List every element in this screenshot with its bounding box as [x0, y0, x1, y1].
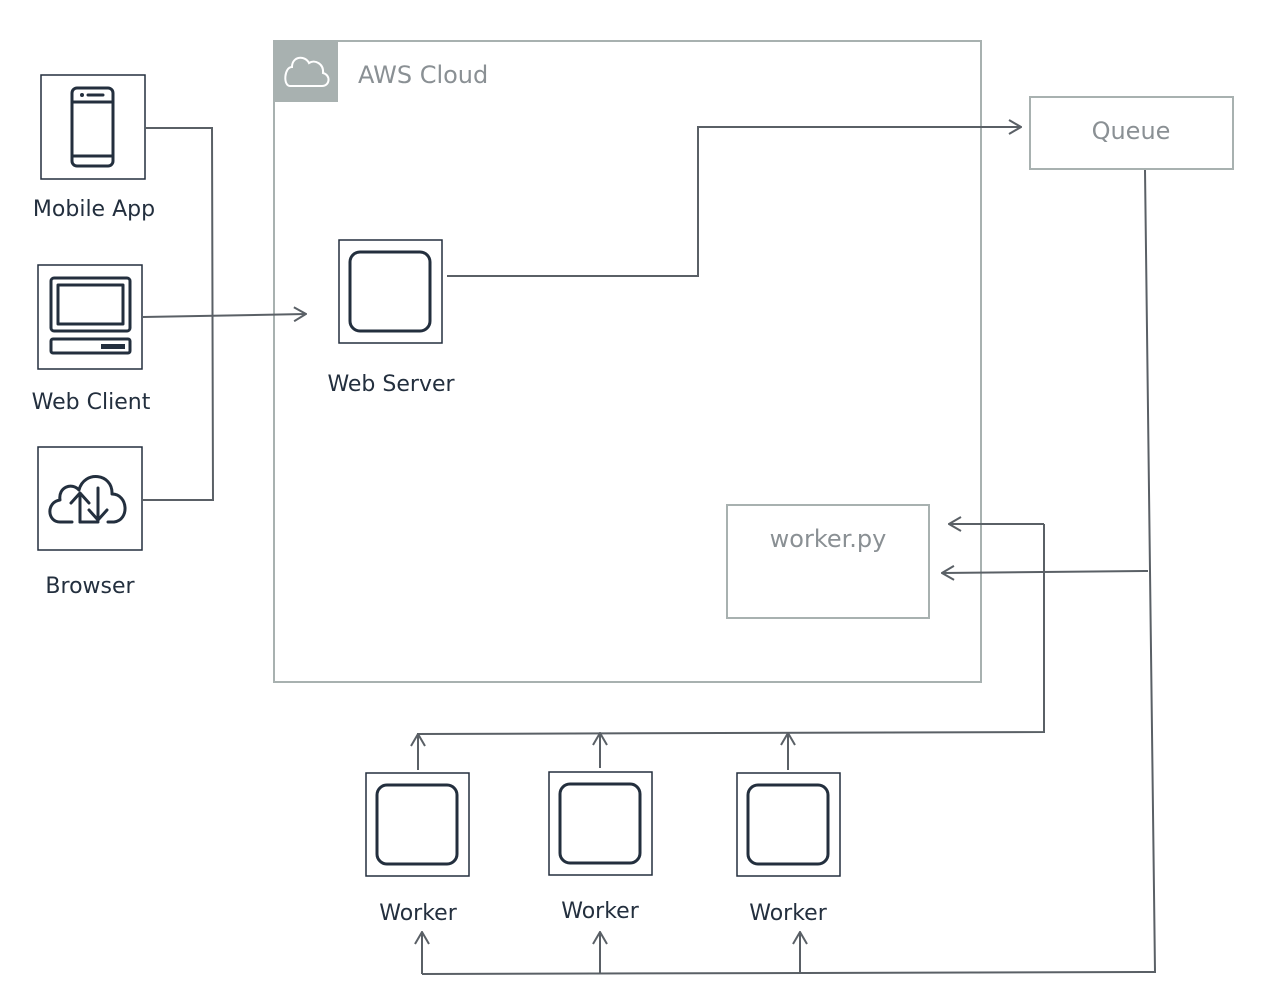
worker-tile — [548, 771, 653, 876]
queue-box — [1029, 96, 1234, 170]
browser-tile — [37, 446, 143, 551]
web-client-to-web-server-arrow — [142, 314, 306, 317]
web-client-label: Web Client — [32, 390, 151, 415]
worker-script-label: worker.py — [770, 525, 887, 553]
aws-cloud-group: AWS Cloud — [273, 40, 982, 683]
compute-instance-icon — [348, 250, 432, 333]
worker-label: Worker — [379, 901, 457, 926]
worker-tile — [365, 772, 470, 877]
queue-node[interactable]: Queue — [1029, 96, 1234, 170]
queue-label: Queue — [1092, 117, 1171, 145]
worker-node-1[interactable]: Worker — [365, 772, 470, 926]
mobile-to-bus-connector — [142, 127, 215, 501]
worker-tile — [736, 772, 841, 877]
workers-return-bus-connector — [416, 524, 1045, 735]
cloud-upload-download-icon — [48, 475, 127, 524]
mobile-app-node[interactable]: Mobile App — [33, 74, 155, 222]
mobile-app-tile — [40, 74, 146, 180]
compute-instance-icon — [746, 783, 830, 866]
aws-cloud-title: AWS Cloud — [358, 61, 488, 89]
web-server-label: Web Server — [327, 372, 455, 397]
queue-to-bottom-bus-connector — [421, 169, 1157, 975]
web-server-tile — [338, 239, 443, 344]
mobile-app-label: Mobile App — [33, 197, 155, 222]
compute-instance-icon — [375, 783, 459, 866]
computer-terminal-icon — [49, 276, 132, 355]
smartphone-icon — [70, 86, 115, 168]
browser-node[interactable]: Browser — [37, 446, 143, 599]
aws-cloud-badge — [274, 41, 338, 102]
worker-script-box — [726, 504, 930, 619]
web-client-node[interactable]: Web Client — [32, 264, 151, 415]
browser-label: Browser — [45, 574, 135, 599]
cloud-icon — [284, 56, 330, 87]
connectors — [142, 127, 1157, 975]
worker-label: Worker — [561, 899, 639, 924]
web-server-to-queue-arrow — [447, 127, 1021, 277]
worker-label: Worker — [749, 901, 827, 926]
web-server-node[interactable]: Web Server — [327, 239, 456, 397]
worker-script-node[interactable]: worker.py — [726, 504, 930, 619]
worker-node-2[interactable]: Worker — [548, 771, 653, 924]
compute-instance-icon — [558, 782, 642, 865]
worker-node-3[interactable]: Worker — [736, 772, 841, 926]
